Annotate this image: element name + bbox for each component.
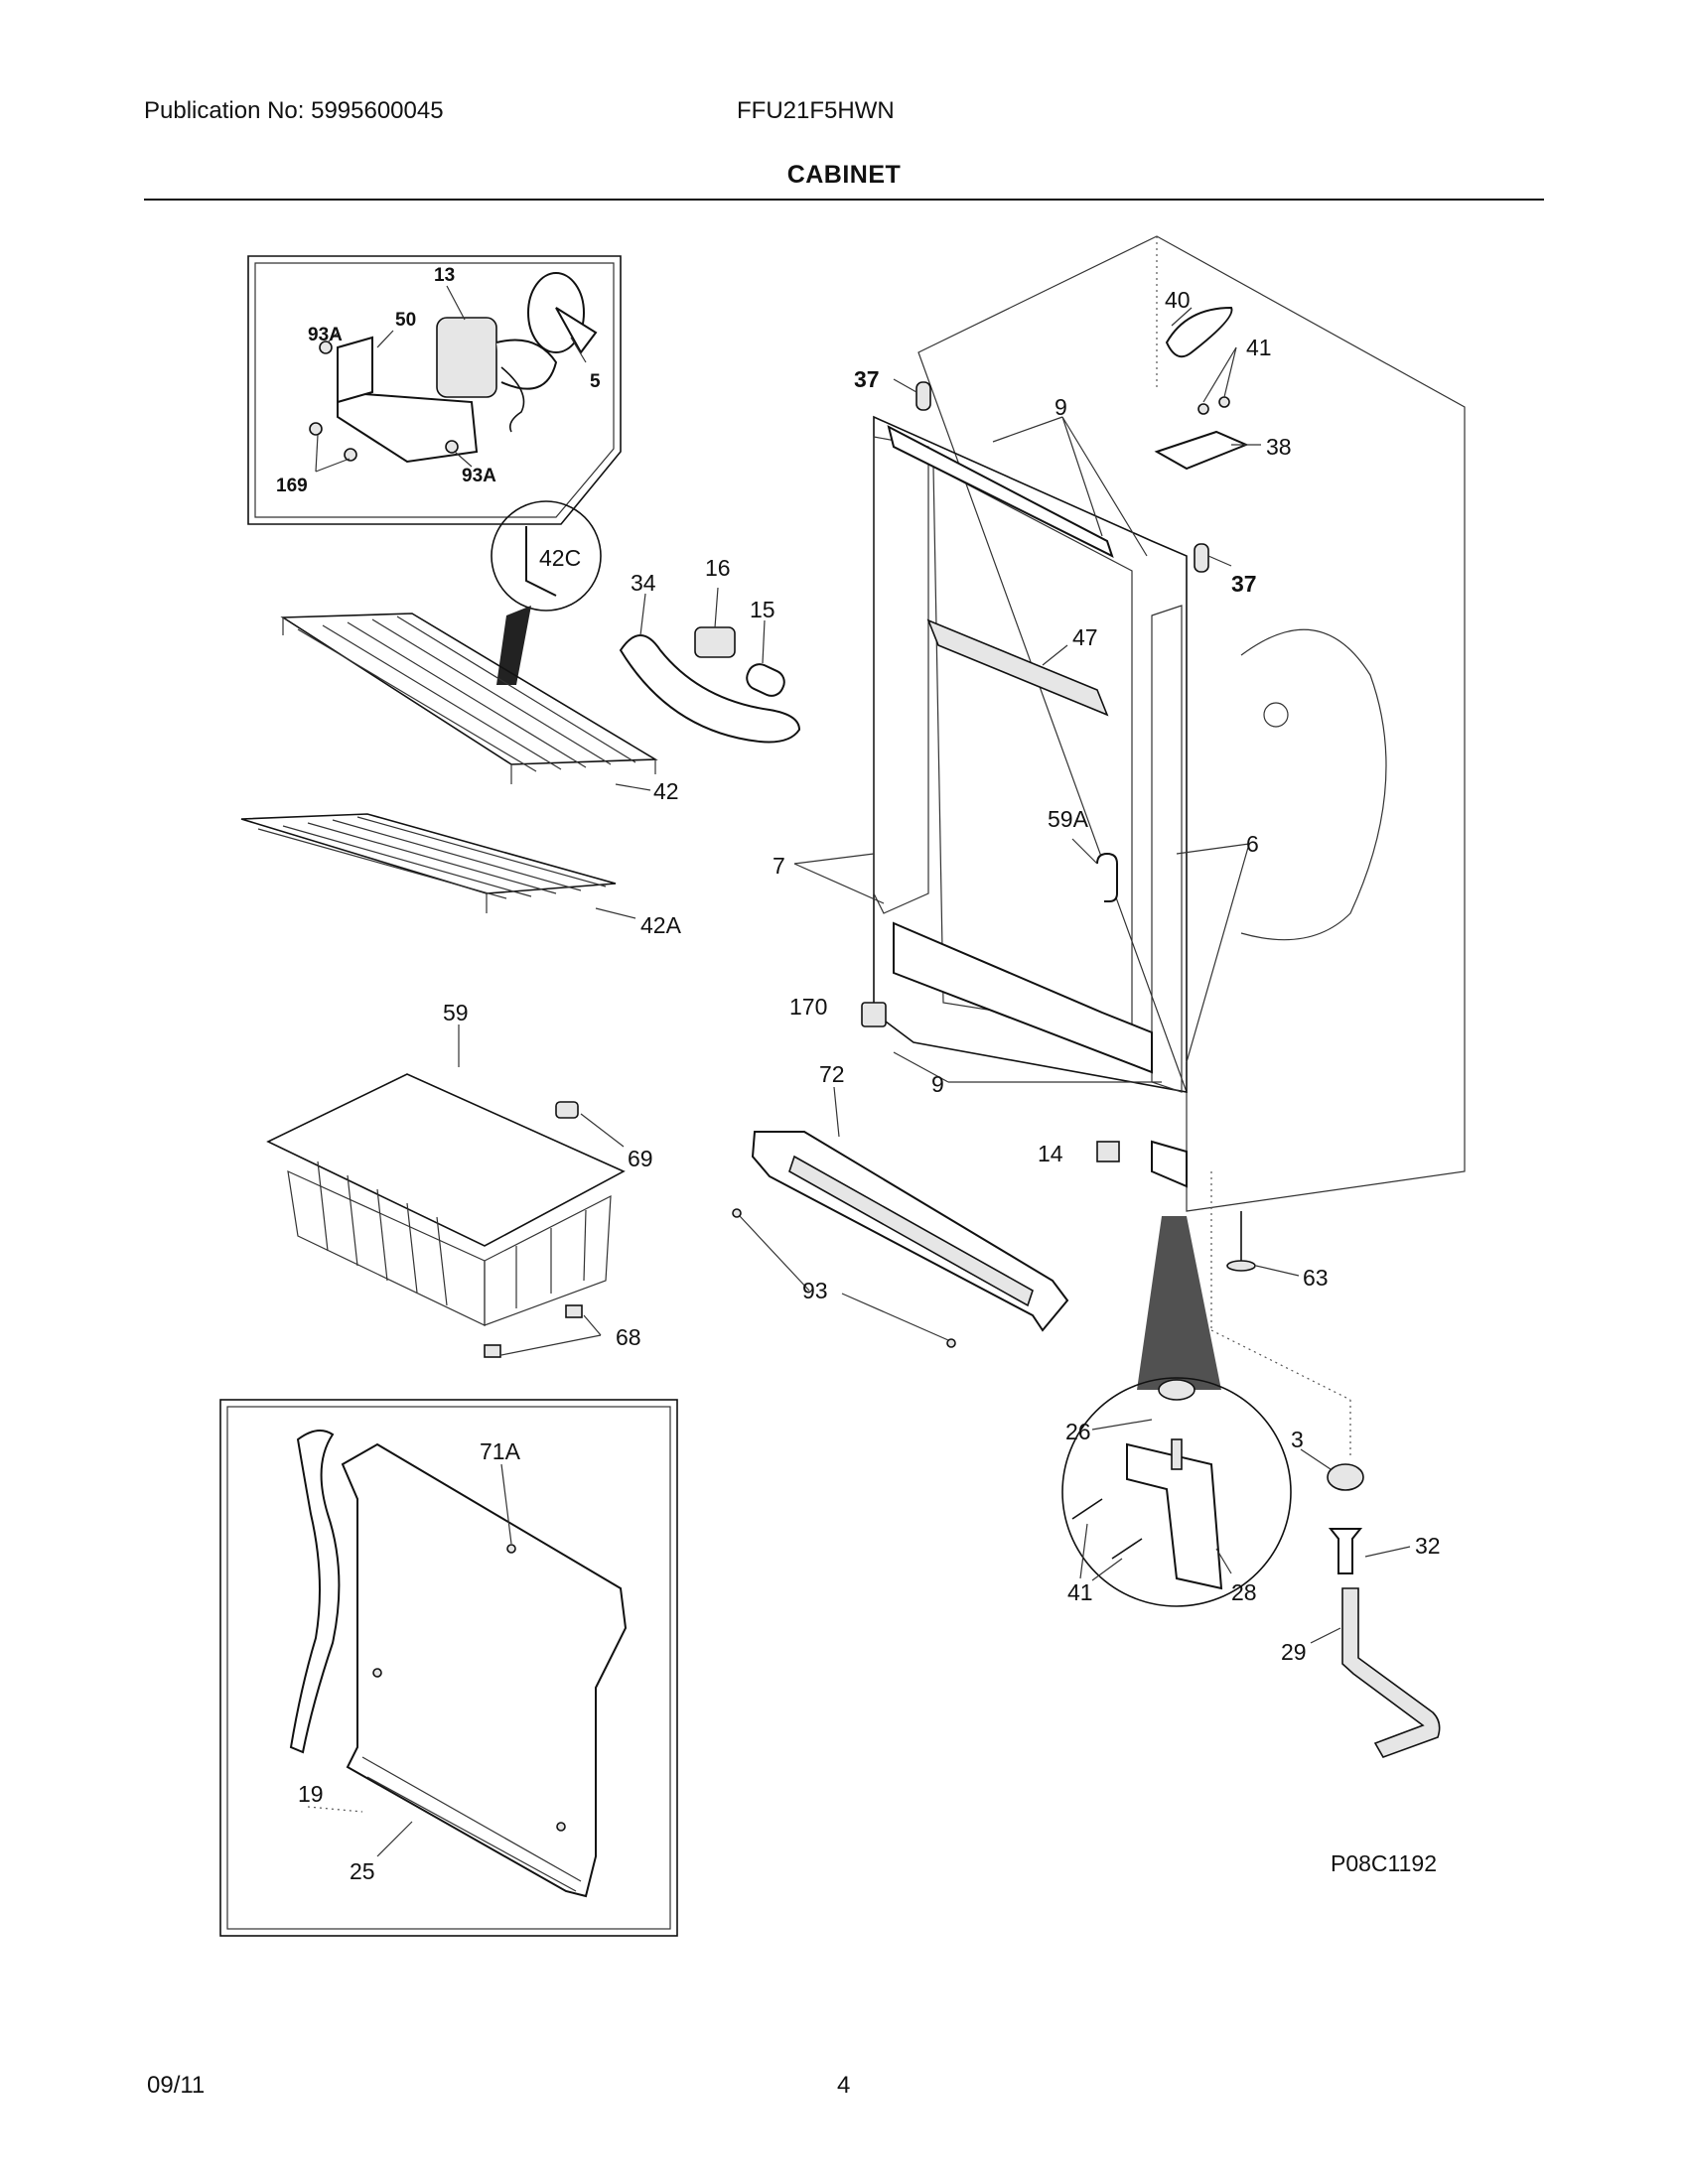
hinge-part-14 [1096, 1141, 1120, 1162]
callout-63: 63 [1303, 1265, 1329, 1291]
callout-19: 19 [298, 1781, 324, 1807]
callout-25: 25 [350, 1858, 375, 1884]
model-number: FFU21F5HWN [737, 97, 895, 124]
basket-hook [1096, 852, 1118, 902]
callout-16: 16 [705, 555, 731, 581]
hinge-pin [1328, 1528, 1363, 1574]
shelf-42A [240, 813, 617, 894]
callout-34: 34 [631, 570, 656, 596]
callout-29: 29 [1281, 1639, 1307, 1665]
page-title: CABINET [786, 161, 902, 189]
bottom-hinge-bracket [1126, 1442, 1223, 1590]
callout-71A: 71A [480, 1438, 521, 1464]
callout-5: 5 [590, 371, 601, 392]
hole-plug [1327, 1463, 1364, 1491]
publication-number: Publication No: 5995600045 [144, 97, 444, 124]
fan-motor [436, 317, 497, 398]
basket-59 [266, 1073, 626, 1247]
callout-7: 7 [773, 853, 785, 879]
callout-72: 72 [819, 1061, 845, 1087]
footer-date: 09/11 [147, 2072, 206, 2099]
callout-41-bot: 41 [1067, 1579, 1093, 1605]
callout-37-right: 37 [1231, 571, 1257, 597]
light-bulb [746, 663, 785, 697]
gasket-strip [289, 1430, 341, 1754]
callout-32: 32 [1415, 1533, 1441, 1559]
callout-42A: 42A [640, 912, 682, 938]
bottom-hinge-detail: 26 41 28 [1061, 1377, 1292, 1607]
callout-37-top: 37 [854, 366, 880, 392]
callout-9-bot: 9 [931, 1071, 944, 1097]
callout-50: 50 [395, 310, 416, 331]
callout-6: 6 [1246, 831, 1259, 857]
callout-59: 59 [443, 1000, 469, 1025]
callout-3: 3 [1291, 1427, 1304, 1452]
bottom-cover-inset: 71A 19 25 [219, 1399, 678, 1937]
callout-14: 14 [1038, 1141, 1063, 1166]
bottom-cover-plate [341, 1442, 628, 1898]
cabinet-body: 40 41 37 9 38 37 47 59A 7 6 9 [773, 235, 1466, 1212]
hex-wrench [1341, 1587, 1441, 1758]
callout-69: 69 [628, 1146, 653, 1171]
callout-169: 169 [276, 476, 308, 496]
callout-9-top: 9 [1055, 394, 1067, 420]
hinge-bushing [1158, 1379, 1196, 1401]
shelf-support [926, 618, 1109, 717]
switch-170: 170 [789, 994, 887, 1027]
shelf-detail-circle [491, 500, 602, 612]
callout-93: 93 [802, 1278, 828, 1303]
callout-93A-top: 93A [308, 325, 343, 345]
header-rule [144, 199, 1544, 201]
light-assembly: 34 16 15 [619, 555, 801, 744]
leveling-leg [1226, 1260, 1256, 1272]
diagram-code: P08C1192 [1331, 1850, 1437, 1876]
callout-93A-bot: 93A [462, 466, 496, 486]
top-hinge [1154, 430, 1249, 471]
callout-13: 13 [434, 265, 455, 286]
callout-28: 28 [1231, 1579, 1257, 1605]
callout-47: 47 [1072, 624, 1098, 650]
callout-41-top: 41 [1246, 335, 1272, 360]
callout-38: 38 [1266, 434, 1292, 460]
shelf-42 [280, 613, 658, 765]
footer-page-number: 4 [837, 2072, 851, 2099]
light-shield [619, 634, 801, 744]
bottom-hinge-parts: 14 63 [1038, 1140, 1351, 1459]
fan-motor-inset: 13 93A 50 5 169 93A [247, 255, 622, 525]
fan-bracket [337, 390, 479, 464]
light-socket [694, 626, 736, 658]
hinge-cover [1165, 306, 1233, 358]
basket-assembly: 59 69 68 [266, 1000, 653, 1358]
callout-68: 68 [616, 1324, 641, 1350]
callout-170: 170 [789, 994, 827, 1020]
callout-26: 26 [1065, 1419, 1091, 1444]
hinge-plug-and-wrench: 3 32 29 [1281, 1427, 1441, 1758]
callout-42C: 42C [539, 545, 581, 571]
callout-15: 15 [750, 597, 775, 622]
toe-grille: 72 93 [732, 1061, 1069, 1348]
callout-42: 42 [653, 778, 679, 804]
callout-59A: 59A [1048, 806, 1089, 832]
callout-40: 40 [1165, 287, 1191, 313]
basket-bumper [555, 1101, 579, 1119]
shelves: 42C 42 42A [240, 500, 682, 938]
